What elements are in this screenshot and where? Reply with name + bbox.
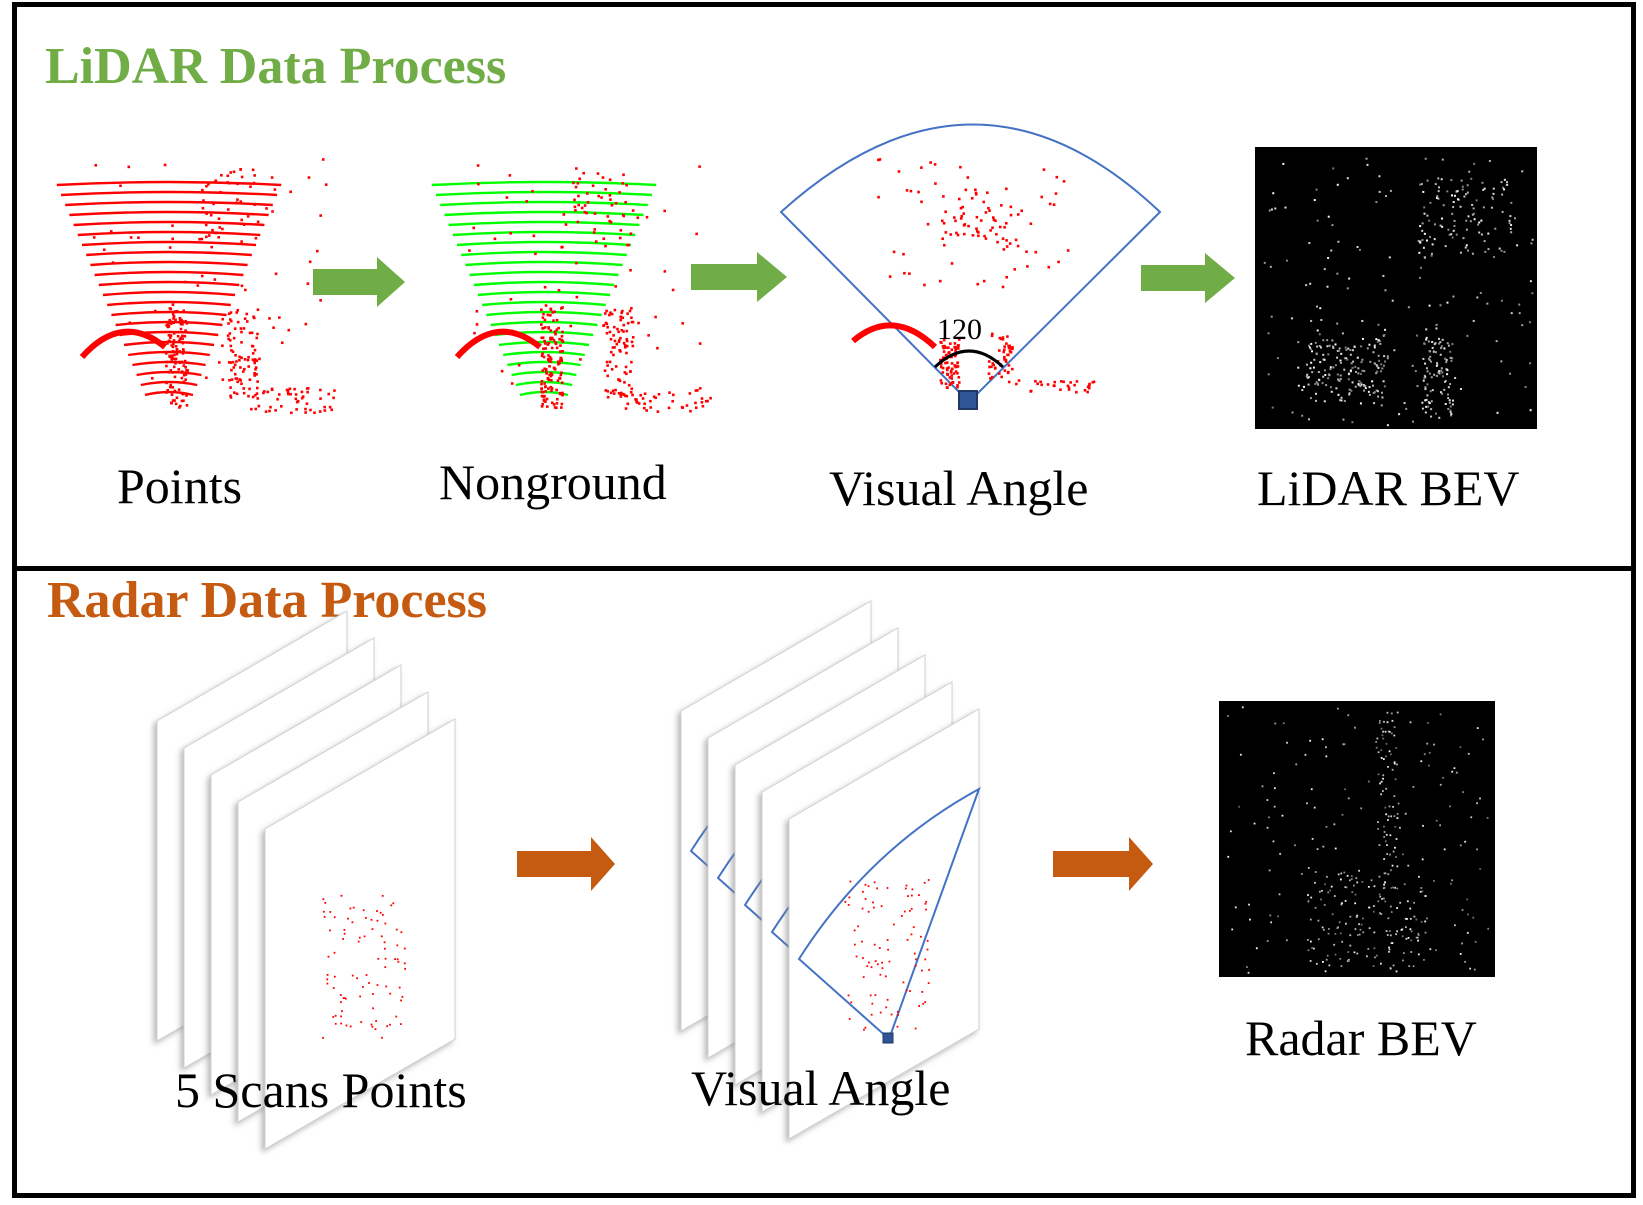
radar-pipeline-graphic [156,600,1495,1150]
sensor-icon [958,390,978,410]
lidar-section-title: LiDAR Data Process [45,38,507,95]
nonground-label: Nonground [439,454,667,510]
radar-visual-angle-label: Visual Angle [691,1060,951,1116]
arrow-right-icon [313,257,405,307]
lidar-panel: LiDAR Data Process 120 Points Nonground … [12,2,1636,572]
radar-panel: Radar Data Process 5 Scans Points Visual… [12,566,1636,1198]
arrow-right-icon [1141,253,1235,303]
lidar-pipeline-graphic: 120 [56,123,1537,429]
lidar-visual-angle-graphic: 120 [779,123,1162,410]
lidar-points-scatter [56,158,336,415]
radar-visual-angle-stack [680,600,981,1140]
radar-scan-stack [156,610,456,1150]
points-label: Points [117,458,243,514]
arrow-right-icon [517,837,615,891]
angle-label: 120 [937,313,982,346]
lidar-visual-angle-label: Visual Angle [829,460,1089,516]
lidar-bev-label: LiDAR BEV [1257,460,1520,516]
radar-section-title: Radar Data Process [47,572,488,629]
lidar-bev-image [1255,147,1537,429]
visual-angle-sector [779,123,1162,404]
scans-points-label: 5 Scans Points [175,1062,467,1118]
lidar-nonground-scatter [431,164,712,413]
radar-bev-image [1219,701,1495,977]
arrow-right-icon [691,252,787,302]
angle-arc [933,349,1005,369]
arrow-right-icon [1053,837,1153,891]
radar-bev-label: Radar BEV [1245,1010,1477,1066]
